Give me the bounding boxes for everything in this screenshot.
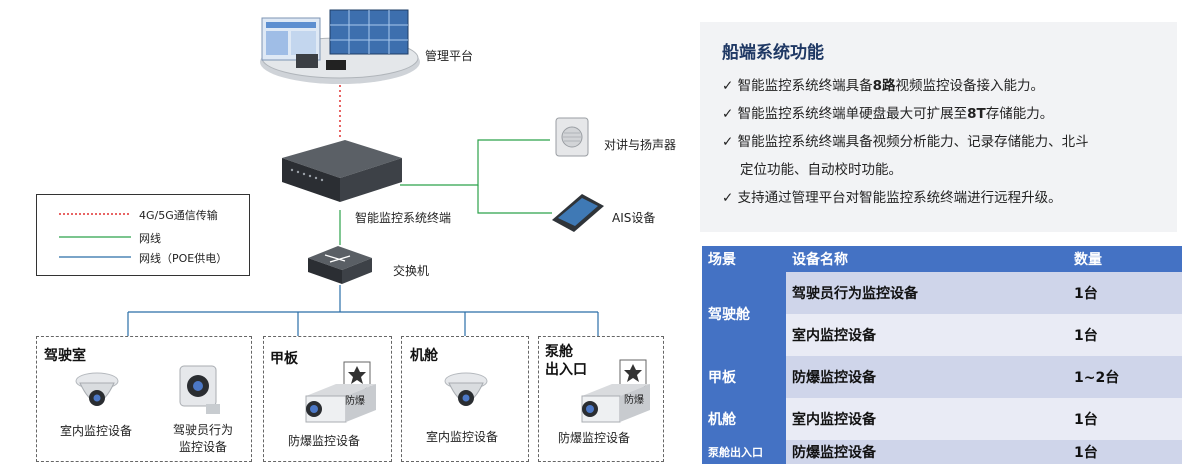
ex-badge-icon — [619, 359, 647, 387]
table-cell-device: 防爆监控设备 — [786, 356, 1068, 398]
table-row: 甲板 防爆监控设备 1~2台 — [702, 356, 1182, 398]
intercom-label: 对讲与扬声器 — [604, 138, 677, 152]
table-cell-qty: 1~2台 — [1068, 356, 1182, 398]
legend-swatches — [59, 213, 131, 258]
net-line-ais — [477, 185, 552, 214]
dome-camera-icon — [75, 372, 119, 406]
table-row: 驾驶舱 驾驶员行为监控设备 1台 — [702, 272, 1182, 356]
table-header-scene: 场景 — [702, 246, 786, 272]
legend-label-poe: 网线（POE供电） — [139, 252, 228, 265]
legend: 4G/5G通信传输 网线 网线（POE供电） — [36, 194, 250, 276]
device-table: 场景 设备名称 数量 驾驶舱 驾驶员行为监控设备 1台 室内监控设备 1台 甲板… — [702, 246, 1182, 464]
table-header-device: 设备名称 — [786, 246, 1068, 272]
table-cell-qty: 1台 — [1068, 272, 1182, 314]
zone-deck — [263, 336, 392, 462]
features-title: 船端系统功能 — [722, 43, 824, 63]
zone-engine-room-device: 室内监控设备 — [426, 430, 499, 444]
table-cell-device: 防爆监控设备 — [786, 440, 1068, 464]
terminal-device-icon — [282, 140, 402, 202]
explosion-proof-camera-icon — [581, 384, 650, 423]
zone-engine-room — [401, 336, 529, 462]
explosion-proof-camera-icon — [305, 384, 376, 423]
table-row: 室内监控设备 1台 — [702, 314, 1182, 356]
zone-pump-room-badge: 防爆 — [624, 395, 644, 406]
feature-item: ✓ 智能监控系统终端单硬盘最大可扩展至8T存储能力。 — [722, 106, 1054, 122]
zone-bridge-title: 驾驶室 — [44, 348, 86, 364]
zone-deck-badge: 防爆 — [345, 396, 365, 407]
feature-item: ✓ 智能监控系统终端具备视频分析能力、记录存储能力、北斗 — [722, 134, 1089, 150]
feature-item: ✓ 支持通过管理平台对智能监控系统终端进行远程升级。 — [722, 190, 1062, 206]
management-platform-label: 管理平台 — [425, 49, 474, 63]
table-cell-qty: 1台 — [1068, 440, 1182, 464]
table-cell-qty: 1台 — [1068, 398, 1182, 440]
feature-item: ✓ 智能监控系统终端具备8路视频监控设备接入能力。 — [722, 78, 1045, 94]
table-cell-device: 驾驶员行为监控设备 — [786, 272, 1068, 314]
table-cell-scene: 甲板 — [702, 356, 786, 398]
switch-icon — [308, 246, 372, 284]
table-row: 泵舱出入口 防爆监控设备 1台 — [702, 440, 1182, 464]
table-header-qty: 数量 — [1068, 246, 1182, 272]
table-cell-device: 室内监控设备 — [786, 398, 1068, 440]
zone-deck-device: 防爆监控设备 — [288, 434, 361, 448]
feature-item-continued: 定位功能、自动校时功能。 — [740, 162, 902, 178]
ais-device-icon — [552, 194, 604, 232]
switch-label: 交换机 — [393, 264, 430, 278]
management-platform-icon — [260, 9, 420, 84]
zone-bridge — [36, 336, 252, 462]
net-line-intercom — [400, 139, 550, 186]
table-cell-scene: 机舱 — [702, 398, 786, 440]
speaker-icon — [555, 117, 589, 157]
table-cell-scene: 泵舱出入口 — [702, 440, 786, 464]
zone-pump-room-device: 防爆监控设备 — [558, 431, 631, 445]
zone-bridge-device-1: 室内监控设备 — [60, 424, 133, 438]
table-cell-device: 室内监控设备 — [786, 314, 1068, 356]
driver-camera-icon — [179, 365, 220, 414]
dome-camera-icon — [444, 372, 488, 406]
table-cell-scene: 驾驶舱 — [702, 272, 786, 356]
zone-engine-room-title: 机舱 — [410, 348, 438, 364]
table-row: 机舱 室内监控设备 1台 — [702, 398, 1182, 440]
table-header-row: 场景 设备名称 数量 — [702, 246, 1182, 272]
diagram-canvas — [75, 9, 650, 423]
zone-pump-room — [538, 336, 664, 462]
zone-deck-title: 甲板 — [270, 351, 298, 367]
legend-label-net: 网线 — [139, 232, 161, 245]
terminal-label: 智能监控系统终端 — [355, 211, 452, 225]
legend-label-4g: 4G/5G通信传输 — [139, 209, 218, 222]
zone-pump-room-title: 泵舱 出入口 — [545, 344, 587, 378]
zone-bridge-device-2: 驾驶员行为 监控设备 — [172, 423, 233, 454]
table-cell-qty: 1台 — [1068, 314, 1182, 356]
features-panel: 船端系统功能 ✓ 智能监控系统终端具备8路视频监控设备接入能力。 ✓ 智能监控系… — [700, 22, 1177, 232]
ais-label: AIS设备 — [612, 211, 656, 225]
